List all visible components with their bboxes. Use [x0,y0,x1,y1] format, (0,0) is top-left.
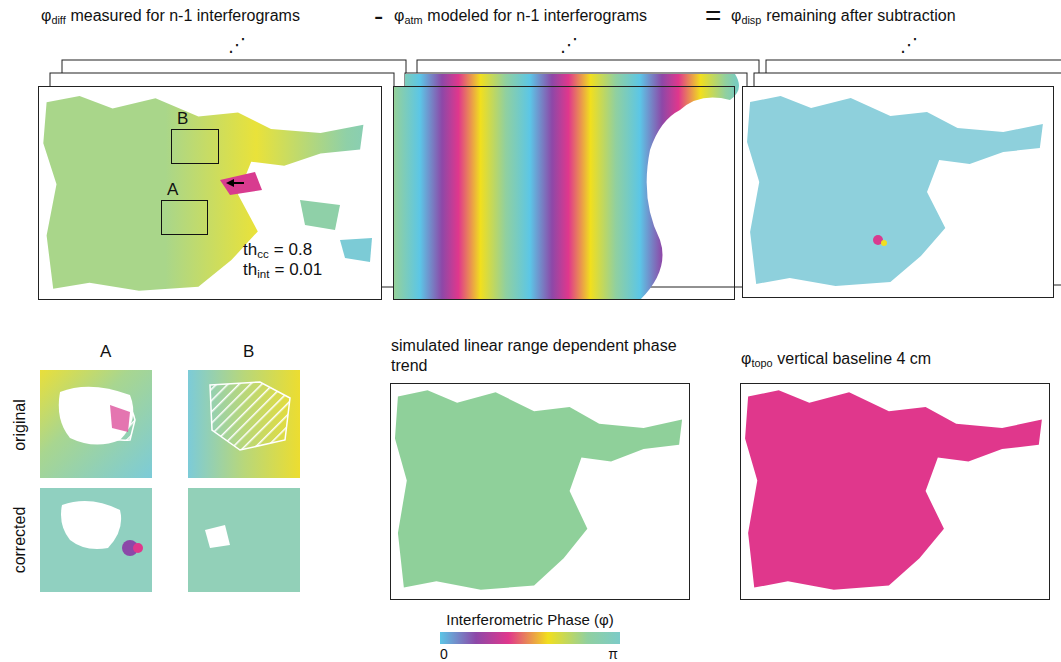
label: ⋰ [900,34,918,55]
panel-title-text: modeled for n-1 interferograms [427,7,647,24]
phase-symbol: φ [741,350,751,367]
label: A [100,342,111,362]
label: - [374,0,383,32]
threshold-text: = 0.8 [274,240,312,259]
threshold-label: thcc = 0.8 [243,240,312,260]
label: = [705,0,721,32]
colorbar-label: π [608,646,618,662]
label-text: = [705,0,721,31]
label: 0 [440,646,448,662]
subscript: diff [51,14,65,26]
threshold-text: th [243,260,257,279]
threshold-text: = 0.01 [274,260,322,279]
panel-title: φtopo vertical baseline 4 cm [741,350,931,369]
image-panel: simulated linear range dependent phase t… [390,383,690,600]
threshold-text: th [243,240,257,259]
image-panel: φatmmodeled for n-1 interferograms [393,86,735,300]
panel-title: simulated linear range dependent phase t… [391,336,681,376]
colorbar-label: Interferometric Phase (φ) [446,611,613,628]
panel-title: φdiff measured for n-1 interferograms [41,7,300,26]
panel-title: φdisp remaining after subtraction [731,7,956,26]
row-label: original [11,399,28,451]
label-text: A [100,342,111,361]
subscript: topo [751,357,772,369]
phase-symbol: φ [41,7,51,24]
label: B [243,342,254,362]
box-label: B [177,109,188,129]
phase-symbol: φ [394,7,404,24]
label-text: B [243,342,254,361]
row-label: corrected [11,507,28,574]
image-panel: φdiffmeasured for n-1 interferogramsBA [38,86,382,300]
label: ⋰ [560,34,578,55]
inset-box: A [161,200,208,235]
subscript: int [257,268,269,280]
panel-title-text: measured for n-1 interferograms [70,7,299,24]
image-panel: φdispremaining after subtraction [742,86,1054,298]
label: corrected [11,507,29,574]
subscript: atm [404,14,422,26]
panel-title-text: remaining after subtraction [766,7,955,24]
inset-box: B [171,129,219,164]
image-panel: φtopovertical baseline 4 cm [740,383,1050,600]
label: ⋰ [228,34,246,55]
threshold-label: thint = 0.01 [243,260,322,280]
label-text: - [374,0,383,31]
box-letter: A [167,180,178,199]
box-letter: B [177,109,188,128]
phase-symbol: φ [731,7,741,24]
label-text: ⋰ [560,34,578,55]
label: original [11,399,29,451]
colorbar-label: 0 [440,646,448,662]
panel-title: φatm modeled for n-1 interferograms [394,7,647,26]
label-text: ⋰ [228,34,246,55]
label-text: ⋰ [900,34,918,55]
label: Interferometric Phase (φ) [446,611,613,628]
subscript: cc [257,248,269,260]
box-label: A [167,180,178,200]
label: π [608,646,618,662]
subscript: disp [741,14,761,26]
panel-title-text: simulated linear range dependent phase t… [391,337,677,374]
panel-title-text: vertical baseline 4 cm [777,350,931,367]
